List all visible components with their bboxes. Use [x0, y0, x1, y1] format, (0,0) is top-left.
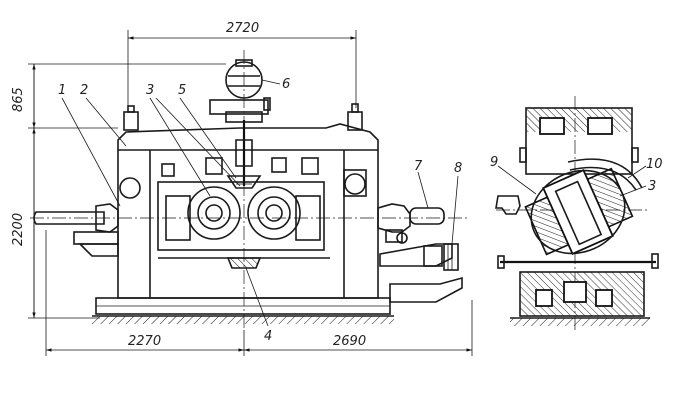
motor-8 — [423, 245, 443, 267]
shaft-left — [33, 211, 105, 225]
roll-right — [247, 186, 301, 240]
side-view — [495, 107, 659, 326]
callout-10: 10 — [646, 157, 663, 172]
roll-left — [187, 186, 241, 240]
callout-3-side: 3 — [648, 179, 656, 194]
dim-bottom-left: 2270 — [128, 334, 161, 349]
callout-4: 4 — [264, 329, 272, 344]
callout-1: 1 — [58, 83, 66, 98]
dimension-labels: 2720 865 2200 2270 2690 — [11, 21, 366, 349]
ground-hatch — [92, 316, 394, 324]
callout-5: 5 — [178, 83, 186, 98]
callout-2: 2 — [80, 83, 88, 98]
callout-labels: 1 2 3 5 6 7 8 4 9 10 3 — [58, 77, 663, 344]
coupling-right — [377, 203, 411, 233]
leader-lines — [61, 79, 647, 327]
callout-9: 9 — [490, 155, 498, 170]
arc-10 — [569, 166, 637, 191]
dim-top-span: 2720 — [226, 21, 259, 36]
callout-6: 6 — [282, 77, 290, 92]
front-view — [33, 59, 463, 324]
dimension-lines — [28, 30, 473, 356]
bolt-left — [123, 111, 139, 131]
callout-8: 8 — [454, 161, 462, 176]
side-port-right — [344, 173, 366, 195]
dim-left-height: 2200 — [11, 213, 26, 246]
bracket-9 — [495, 195, 521, 215]
callout-3-front: 3 — [146, 83, 154, 98]
side-port-left — [119, 177, 141, 199]
roll-assembly — [524, 167, 634, 256]
motor-mount — [209, 99, 269, 115]
inner-frame — [157, 181, 325, 251]
dim-bottom-right: 2690 — [333, 334, 366, 349]
shaft-right — [409, 207, 445, 225]
dim-left-top: 865 — [11, 87, 26, 112]
guide-cone — [226, 175, 262, 189]
callout-7: 7 — [414, 159, 423, 174]
